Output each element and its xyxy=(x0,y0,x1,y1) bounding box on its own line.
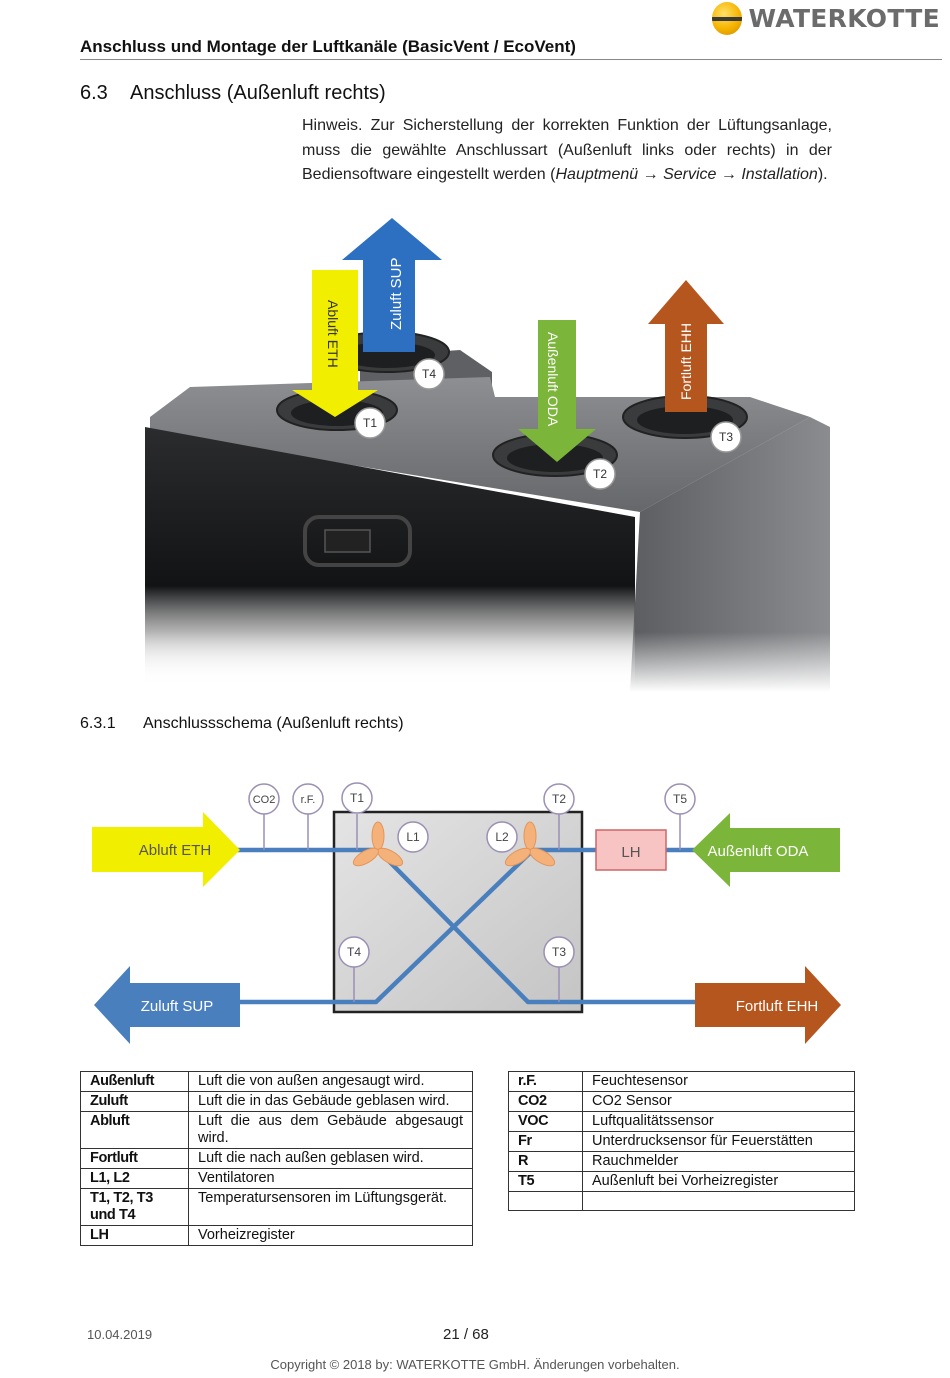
legend-key: r.F. xyxy=(508,1071,583,1092)
legend-key: Außenluft xyxy=(80,1071,189,1092)
subsection-number: 6.3.1 xyxy=(80,715,116,732)
legend-value: Luft die in das Gebäude geblasen wird. xyxy=(188,1091,473,1112)
fan-l1-icon xyxy=(352,821,404,867)
legend-value: Temperatursensoren im Lüftungsgerät. xyxy=(188,1188,473,1226)
menu-path: Hauptmenü → Service → Installation xyxy=(555,166,818,183)
schema-sensor-t3: T3 xyxy=(552,945,566,959)
section-heading: Anschluss (Außenluft rechts) xyxy=(130,82,386,104)
schema-arrow-fortluft: Fortluft EHH xyxy=(736,998,819,1015)
running-header: Anschluss und Montage der Luftkanäle (Ba… xyxy=(80,37,576,56)
legend-value: Rauchmelder xyxy=(582,1151,855,1172)
schema-sensor-t2: T2 xyxy=(552,792,566,806)
schema-sensor-t5: T5 xyxy=(673,792,687,806)
photo-arrow-zuluft: Zuluft SUP xyxy=(388,257,405,330)
schema-arrow-abluft: Abluft ETH xyxy=(139,842,212,859)
legend-value: Außenluft bei Vorheizregister xyxy=(582,1171,855,1192)
legend-key: T1, T2, T3 und T4 xyxy=(80,1188,189,1226)
legend-value: CO2 Sensor xyxy=(582,1091,855,1112)
legend-value: Vorheizregister xyxy=(188,1225,473,1246)
legend-value: Luft die von außen angesaugt wird. xyxy=(188,1071,473,1092)
legend-key: R xyxy=(508,1151,583,1172)
schema-sensor-co2: CO2 xyxy=(253,794,276,806)
connection-schema: Abluft ETH Außenluft ODA Zuluft SUP Fort… xyxy=(92,782,841,1044)
fan-l2-icon xyxy=(504,821,556,867)
legend-value: Luft die nach außen geblasen wird. xyxy=(188,1148,473,1169)
legend-value: Feuchtesensor xyxy=(582,1071,855,1092)
schema-sensor-l1: L1 xyxy=(406,830,420,844)
device-illustration: Zuluft SUP Abluft ETH Außenluft ODA Fort… xyxy=(130,218,830,692)
schema-preheater: LH xyxy=(621,844,640,861)
photo-arrow-fortluft: Fortluft EHH xyxy=(678,323,694,400)
legend-key: Fr xyxy=(508,1131,583,1152)
page-number: 21 / 68 xyxy=(443,1326,489,1343)
legend-key: Abluft xyxy=(80,1111,189,1149)
photo-arrow-aussenluft: Außenluft ODA xyxy=(545,332,561,427)
photo-sensor-t2: T2 xyxy=(593,467,607,481)
legend-value: Luftqualitätssensor xyxy=(582,1111,855,1132)
hint-paragraph: Hinweis. Zur Sicherstellung der korrekte… xyxy=(302,114,832,188)
section-number: 6.3 xyxy=(80,82,108,104)
legend-key: CO2 xyxy=(508,1091,583,1112)
legend-value: Ventilatoren xyxy=(188,1168,473,1189)
legend-key: LH xyxy=(80,1225,189,1246)
logo-mark-icon xyxy=(712,1,743,35)
footer-copyright: Copyright © 2018 by: WATERKOTTE GmbH. Än… xyxy=(270,1357,680,1372)
subsection-heading: Anschlussschema (Außenluft rechts) xyxy=(143,715,404,732)
section-title: 6.3 Anschluss (Außenluft rechts) xyxy=(80,82,386,105)
legend-value: Luft die aus dem Gebäude abgesaugt wird. xyxy=(188,1111,473,1149)
logo-text: WATERKOTTE xyxy=(748,3,940,33)
schema-sensor-l2: L2 xyxy=(495,830,509,844)
photo-sensor-t1: T1 xyxy=(363,416,377,430)
hint-text: Hinweis. Zur Sicherstellung der korrekte… xyxy=(302,117,832,183)
legend-row: r.F.Feuchtesensor xyxy=(508,1071,855,1092)
photo-arrow-abluft: Abluft ETH xyxy=(325,300,341,368)
legend-key xyxy=(508,1191,583,1211)
schema-sensor-rf: r.F. xyxy=(301,794,316,806)
legend-row xyxy=(508,1191,855,1211)
photo-sensor-t3: T3 xyxy=(719,430,733,444)
schema-arrow-zuluft: Zuluft SUP xyxy=(141,998,214,1015)
company-logo: WATERKOTTE xyxy=(712,0,940,36)
legend-key: VOC xyxy=(508,1111,583,1132)
legend-key: T5 xyxy=(508,1171,583,1192)
schema-arrow-aussenluft: Außenluft ODA xyxy=(708,843,809,860)
schema-sensor-t4: T4 xyxy=(347,945,361,959)
legend-key: Fortluft xyxy=(80,1148,189,1169)
hint-text-end: ). xyxy=(817,166,828,183)
legend-key: Zuluft xyxy=(80,1091,189,1112)
subsection-title: 6.3.1 Anschlussschema (Außenluft rechts) xyxy=(80,715,404,733)
legend-key: L1, L2 xyxy=(80,1168,189,1189)
legend-value: Unterdrucksensor für Feuerstätten xyxy=(582,1131,855,1152)
footer-date: 10.04.2019 xyxy=(87,1327,153,1342)
schema-sensor-t1: T1 xyxy=(350,791,364,805)
header-rule xyxy=(80,59,942,60)
legend-value xyxy=(582,1191,855,1211)
photo-sensor-t4: T4 xyxy=(422,367,436,381)
